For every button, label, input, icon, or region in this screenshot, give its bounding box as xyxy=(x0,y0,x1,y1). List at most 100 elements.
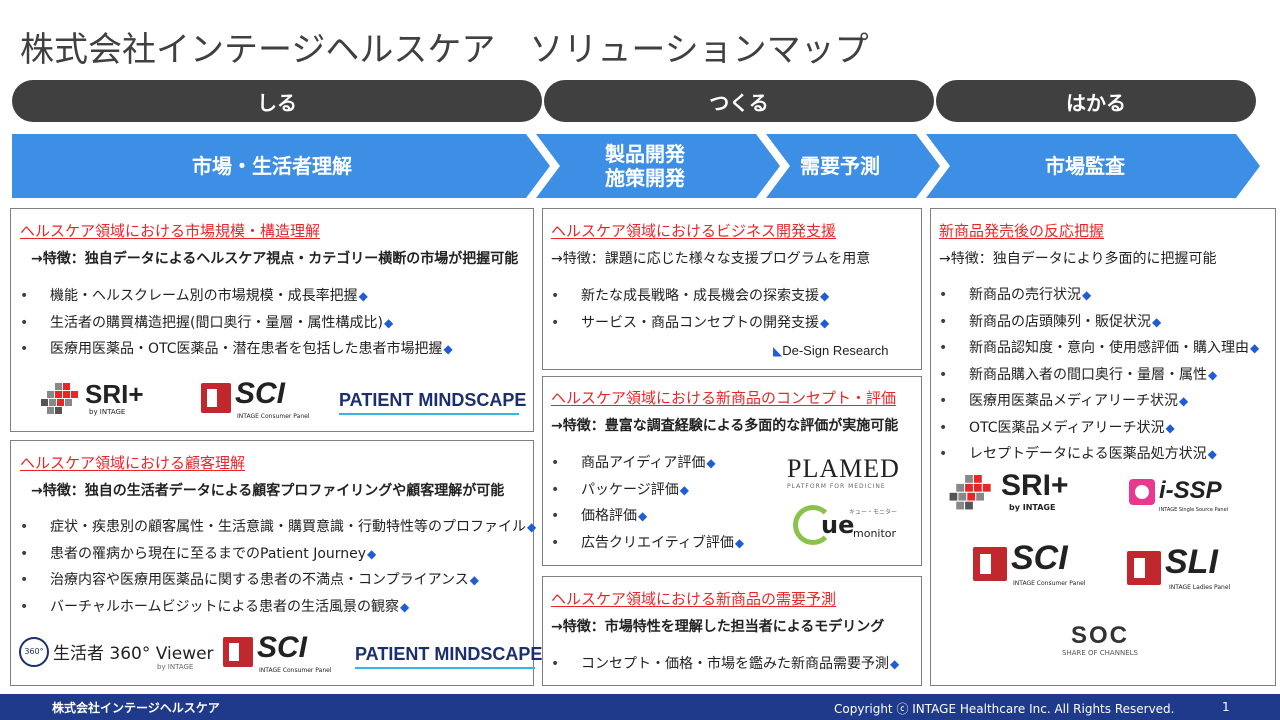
diamond-link-icon[interactable]: ◆ xyxy=(638,509,648,523)
page-title: 株式会社インテージヘルスケア ソリューションマップ xyxy=(20,30,869,70)
list-item[interactable]: 価格評価◆ xyxy=(551,503,744,530)
diamond-link-icon[interactable]: ◆ xyxy=(443,342,453,356)
diamond-link-icon[interactable]: ◆ xyxy=(1208,367,1218,382)
list-item[interactable]: 新商品認知度・意向・使用感評価・購入理由◆ xyxy=(939,335,1259,362)
box-title: ヘルスケア領域における新商品の需要予測 xyxy=(551,590,837,608)
diamond-link-icon[interactable]: ◆ xyxy=(383,315,394,330)
footer-bar: 株式会社インテージヘルスケア Copyright ⓒ INTAGE Health… xyxy=(0,694,1280,720)
footer-copyright: Copyright ⓒ INTAGE Healthcare Inc. All R… xyxy=(834,702,1175,716)
diamond-link-icon[interactable]: ◆ xyxy=(1207,447,1217,461)
diamond-link-icon[interactable]: ◆ xyxy=(1250,341,1260,355)
sri-logo: SRI+ by INTAGE xyxy=(41,379,171,421)
phase-label: はかる xyxy=(1066,90,1126,115)
cue-monitor-logo: ue キュー・モニター monitor xyxy=(793,505,903,549)
box-feature: →特徴：独自の生活者データによる顧客プロファイリングや顧客理解が可能 xyxy=(31,483,505,499)
bullet-list: 新たな成長戦略・成長機会の探索支援◆ サービス・商品コンセプトの開発支援◆ xyxy=(551,283,829,336)
diamond-link-icon[interactable]: ◆ xyxy=(820,289,830,303)
footer-company: 株式会社インテージヘルスケア xyxy=(52,701,220,715)
box-title: ヘルスケア領域におけるビジネス開発支援 xyxy=(551,222,837,240)
box-market-audit: 新商品発売後の反応把握 →特徴：独自データにより多面的に把握可能 新商品の売行状… xyxy=(930,208,1276,686)
stage-arrow-audit xyxy=(926,134,1260,198)
diamond-link-icon[interactable]: ◆ xyxy=(367,546,377,561)
box-business-development: ヘルスケア領域におけるビジネス開発支援 →特徴：課題に応じた様々な支援プログラム… xyxy=(542,208,922,370)
list-item[interactable]: OTC医薬品メディアリーチ状況◆ xyxy=(939,415,1259,442)
box-title: 新商品発売後の反応把握 xyxy=(939,222,1105,240)
bullet-list: 新商品の売行状況◆ 新商品の店頭陳列・販促状況◆ 新商品認知度・意向・使用感評価… xyxy=(939,282,1259,468)
sci-logo: SCI INTAGE Consumer Panel xyxy=(223,631,333,677)
diamond-link-icon[interactable]: ◆ xyxy=(1179,394,1189,408)
patient-mindscape-logo: PATIENT MINDSCAPE xyxy=(339,389,526,415)
phase-shiru: しる xyxy=(12,80,542,122)
bullet-list: 機能・ヘルスクレーム別の市場規模・成長率把握◆ 生活者の購買構造把握(間口奥行・… xyxy=(20,283,453,363)
patient-mindscape-logo: PATIENT MINDSCAPE xyxy=(355,643,542,669)
stage-arrow-product xyxy=(536,134,780,198)
list-item[interactable]: 商品アイディア評価◆ xyxy=(551,450,744,477)
list-item[interactable]: 医療用医薬品・OTC医薬品・潜在患者を包括した患者市場把握◆ xyxy=(20,336,453,363)
box-title: ヘルスケア領域における顧客理解 xyxy=(20,454,246,472)
diamond-link-icon[interactable]: ◆ xyxy=(820,315,830,330)
soc-logo: SOC SHARE OF CHANNELS xyxy=(1062,622,1138,658)
phase-hakaru: はかる xyxy=(936,80,1256,122)
bullet-list: 商品アイディア評価◆ パッケージ評価◆ 価格評価◆ 広告クリエイティブ評価◆ xyxy=(551,450,744,556)
list-item[interactable]: レセプトデータによる医薬品処方状況◆ xyxy=(939,441,1259,468)
process-arrow-bar xyxy=(12,134,1260,198)
box-title: ヘルスケア領域における市場規模・構造理解 xyxy=(20,222,321,240)
diamond-link-icon[interactable]: ◆ xyxy=(358,289,368,303)
sri-logo: SRI+ by INTAGE xyxy=(949,469,1099,517)
list-item[interactable]: サービス・商品コンセプトの開発支援◆ xyxy=(551,310,829,337)
diamond-link-icon[interactable]: ◆ xyxy=(679,482,689,497)
list-item[interactable]: 新商品購入者の間口奥行・量層・属性◆ xyxy=(939,362,1259,389)
list-item[interactable]: 治療内容や医療用医薬品に関する患者の不満点・コンプライアンス◆ xyxy=(20,567,536,594)
box-feature: →特徴：市場特性を理解した担当者によるモデリング xyxy=(551,619,885,635)
box-demand-forecast: ヘルスケア領域における新商品の需要予測 →特徴：市場特性を理解した担当者によるモ… xyxy=(542,576,922,686)
list-item[interactable]: 医療用医薬品メディアリーチ状況◆ xyxy=(939,388,1259,415)
stage-label-line: 施策開発 xyxy=(605,166,685,190)
viewer-360-logo: 360° 生活者 360° Viewer by INTAGE xyxy=(19,635,214,675)
box-feature: →特徴：独自データにより多面的に把握可能 xyxy=(939,251,1217,267)
diamond-link-icon[interactable]: ◆ xyxy=(734,535,745,550)
list-item[interactable]: コンセプト・価格・市場を鑑みた新商品需要予測◆ xyxy=(551,651,899,678)
list-item[interactable]: 生活者の購買構造把握(間口奥行・量層・属性構成比)◆ xyxy=(20,310,453,337)
list-item[interactable]: 新たな成長戦略・成長機会の探索支援◆ xyxy=(551,283,829,310)
diamond-link-icon[interactable]: ◆ xyxy=(1082,288,1092,302)
box-customer-understanding: ヘルスケア領域における顧客理解 →特徴：独自の生活者データによる顧客プロファイリ… xyxy=(10,440,542,686)
design-research-logo: ◣De-Sign Research xyxy=(773,343,889,358)
phase-label: しる xyxy=(257,90,297,115)
box-concept-evaluation: ヘルスケア領域における新商品のコンセプト・評価 →特徴：豊富な調査経験による多面… xyxy=(542,376,922,566)
bullet-list: コンセプト・価格・市場を鑑みた新商品需要予測◆ xyxy=(551,651,899,678)
cue-c-icon xyxy=(793,505,833,545)
list-item[interactable]: 広告クリエイティブ評価◆ xyxy=(551,530,744,557)
bullet-list: 症状・疾患別の顧客属性・生活意識・購買意識・行動特性等のプロファイル◆ 患者の罹… xyxy=(20,514,536,620)
diamond-link-icon[interactable]: ◆ xyxy=(469,573,479,587)
issp-logo: i-SSP INTAGE Single Source Panel xyxy=(1129,475,1249,519)
box-feature: →特徴：課題に応じた様々な支援プログラムを用意 xyxy=(551,251,871,267)
sci-logo: SCI INTAGE Consumer Panel xyxy=(973,539,1093,591)
box-feature: →特徴：独自データによるヘルスケア視点・カテゴリー横断の市場が把握可能 xyxy=(31,251,519,267)
list-item[interactable]: 機能・ヘルスクレーム別の市場規模・成長率把握◆ xyxy=(20,283,453,310)
stage-label-audit: 市場監査 xyxy=(1045,154,1125,178)
list-item[interactable]: 新商品の売行状況◆ xyxy=(939,282,1259,309)
design-research-mark-icon: ◣ xyxy=(773,344,783,358)
page-number: 1 xyxy=(1222,700,1230,714)
box-market-structure: ヘルスケア領域における市場規模・構造理解 →特徴：独自データによるヘルスケア視点… xyxy=(10,208,534,432)
list-item[interactable]: バーチャルホームビジットによる患者の生活風景の観察◆ xyxy=(20,594,536,621)
diamond-link-icon[interactable]: ◆ xyxy=(400,599,410,614)
stage-label-forecast: 需要予測 xyxy=(800,154,880,178)
sli-logo: SLI INTAGE Ladies Panel xyxy=(1127,543,1247,595)
phase-tsukuru: つくる xyxy=(544,80,934,122)
diamond-link-icon[interactable]: ◆ xyxy=(527,520,537,534)
box-title: ヘルスケア領域における新商品のコンセプト・評価 xyxy=(551,389,897,407)
stage-label-market: 市場・生活者理解 xyxy=(192,154,352,178)
list-item[interactable]: 患者の罹病から現在に至るまでのPatient Journey◆ xyxy=(20,541,536,568)
diamond-link-icon[interactable]: ◆ xyxy=(1165,420,1175,435)
diamond-link-icon[interactable]: ◆ xyxy=(890,657,900,671)
stage-label-line: 製品開発 xyxy=(605,142,685,166)
phase-label: つくる xyxy=(709,90,769,115)
sci-logo: SCI INTAGE Consumer Panel xyxy=(201,377,311,423)
diamond-link-icon[interactable]: ◆ xyxy=(1152,314,1162,329)
diamond-link-icon[interactable]: ◆ xyxy=(706,456,716,470)
stage-arrow-market xyxy=(12,134,550,198)
list-item[interactable]: パッケージ評価◆ xyxy=(551,477,744,504)
list-item[interactable]: 新商品の店頭陳列・販促状況◆ xyxy=(939,309,1259,336)
list-item[interactable]: 症状・疾患別の顧客属性・生活意識・購買意識・行動特性等のプロファイル◆ xyxy=(20,514,536,541)
